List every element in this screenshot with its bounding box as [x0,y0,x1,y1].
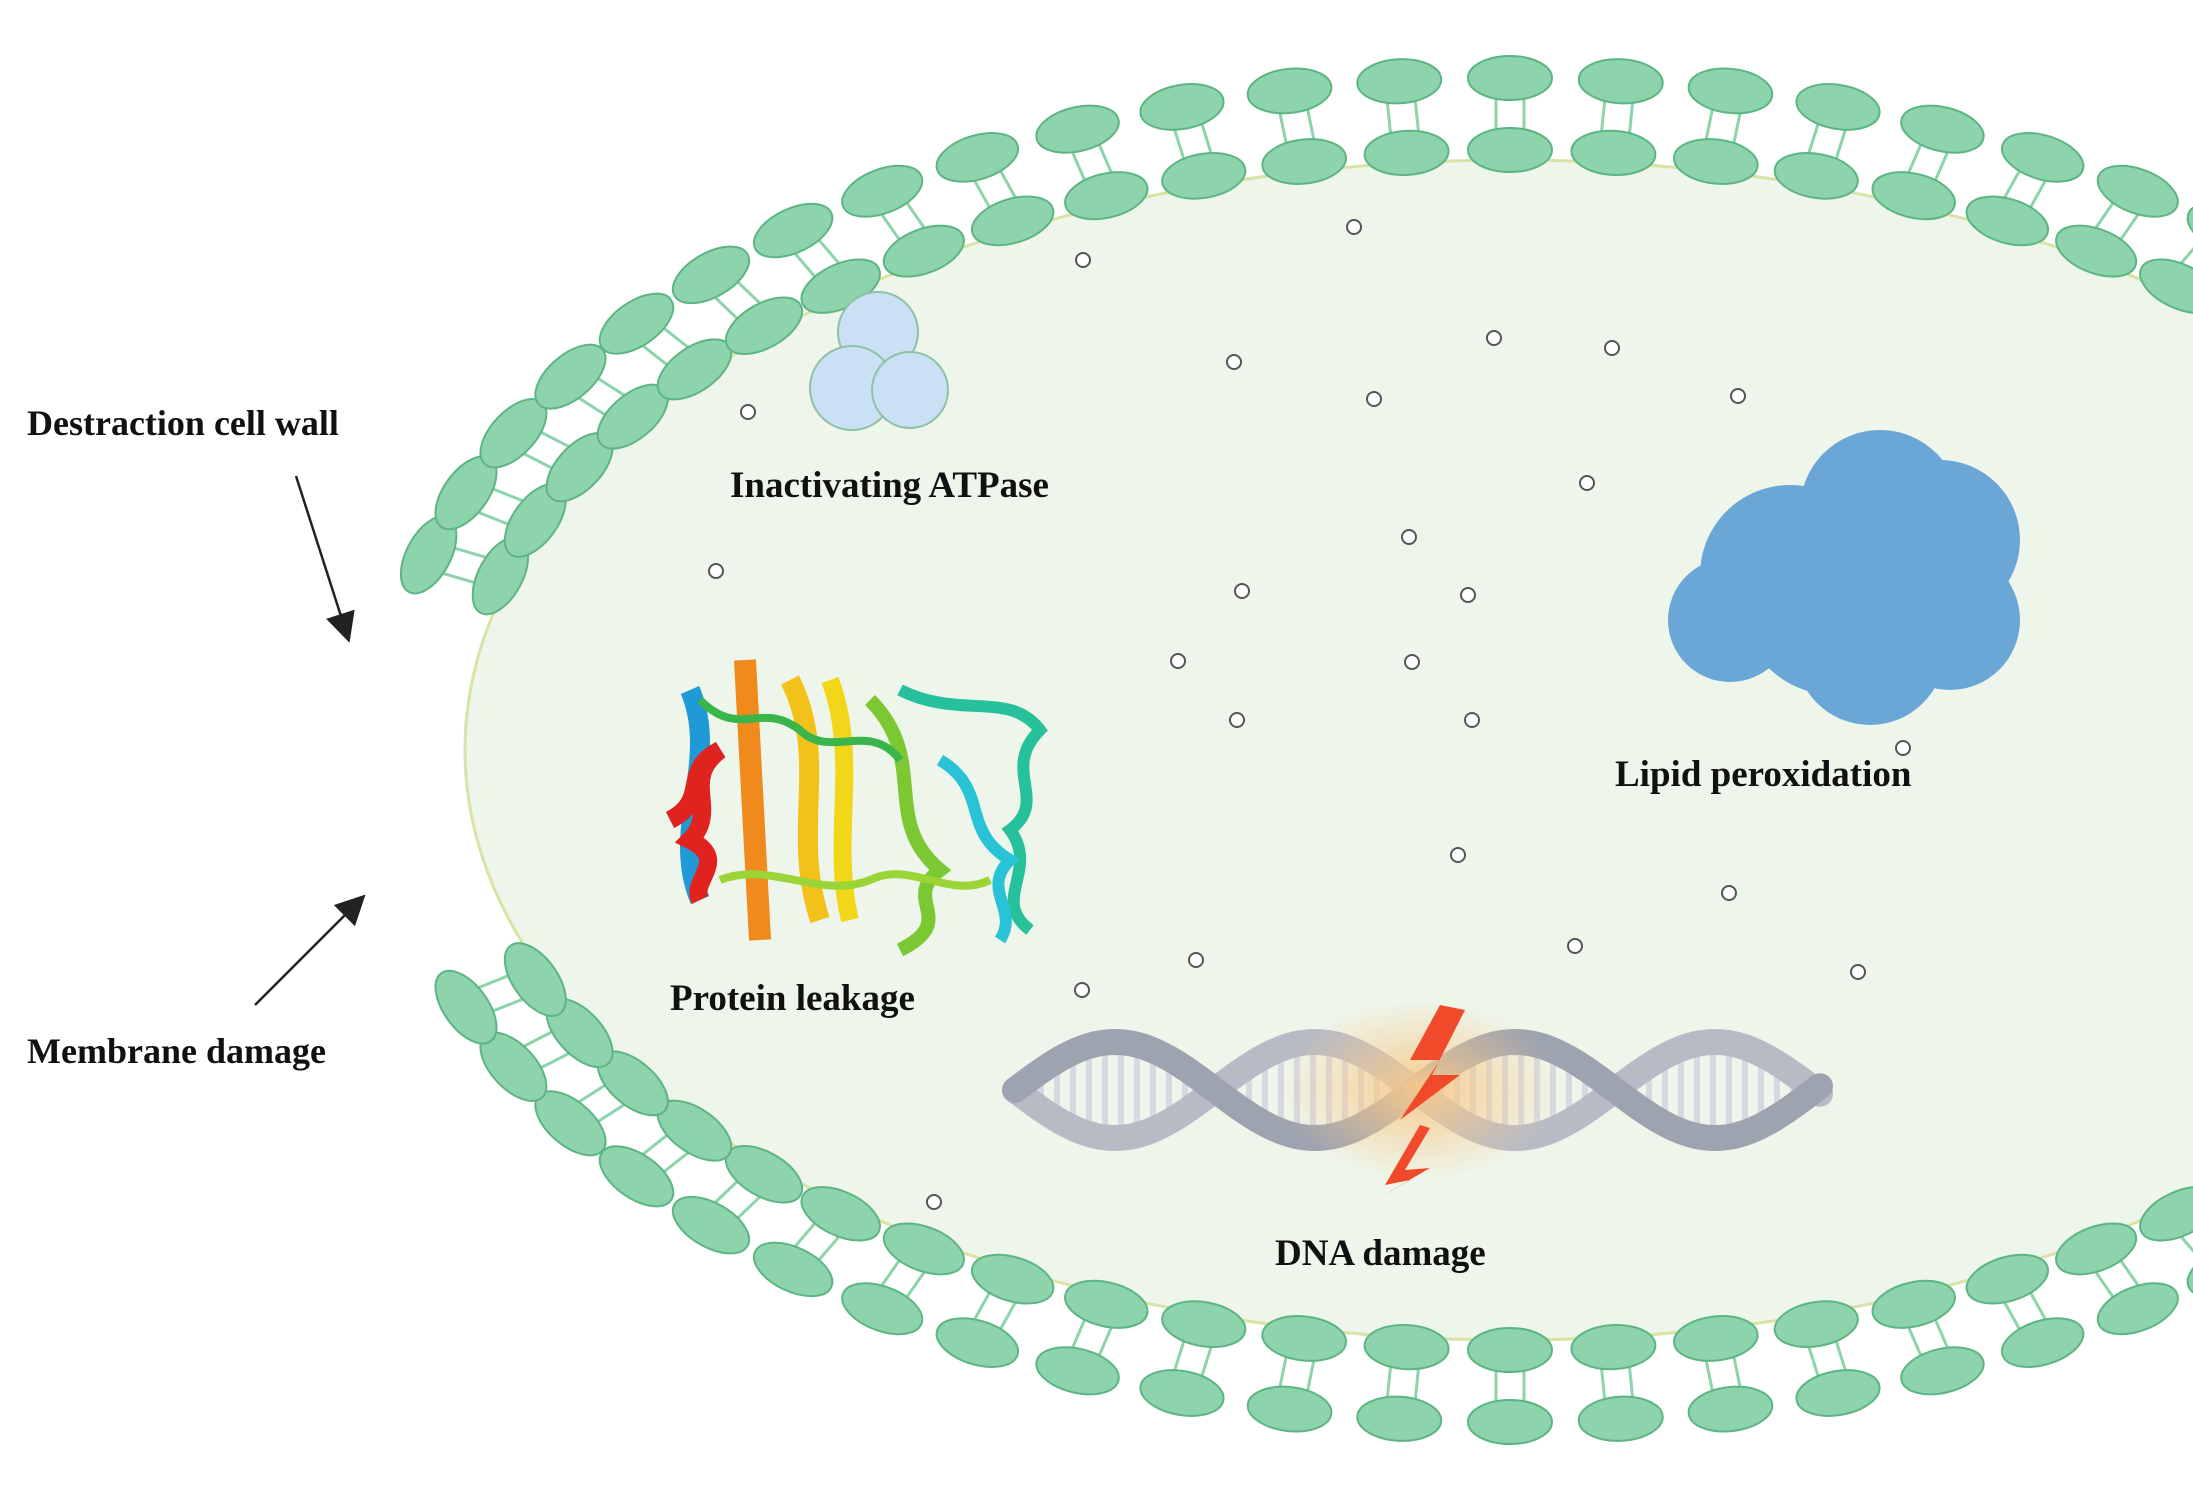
vesicle-dot [1170,653,1186,669]
lipid-bilayer-unit [2055,1222,2179,1336]
vesicle-dot [1404,654,1420,670]
atpase-icon [809,291,949,431]
lipid-bilayer-unit [841,1222,965,1336]
vesicle-dot [1401,529,1417,545]
vesicle-dot [1464,712,1480,728]
lipid-bilayer-unit [1673,67,1774,185]
vesicle-dot [1895,740,1911,756]
vesicle-dot [1604,340,1620,356]
vesicle-dot [1346,219,1362,235]
lipid-bilayer-unit [671,1145,804,1255]
vesicle-dot [1229,712,1245,728]
cell-membrane-bilayer [399,55,2193,1445]
vesicle-dot [1579,475,1595,491]
vesicle-dot [1075,252,1091,268]
lipid-bilayer-unit [1871,1279,1985,1396]
label-cell-wall: Destraction cell wall [27,403,339,443]
lipid-bilayer-unit [1356,58,1450,176]
lipid-bilayer-unit [598,1099,733,1208]
lipid-bilayer-unit [1570,1324,1664,1442]
lipid-bilayer-unit [1673,1315,1774,1433]
lipid-bilayer-unit [1871,104,1985,221]
lipid-bilayer-unit [1246,67,1347,185]
vesicle-dot [1226,354,1242,370]
label-dna-damage: DNA damage [1275,1233,1486,1274]
vesicle-dot [1366,391,1382,407]
vesicle-dot [1074,982,1090,998]
vesicle-dot [1450,847,1466,863]
vesicle-dot [926,1194,942,1210]
label-membrane-damage: Membrane damage [27,1031,326,1071]
lipid-bilayer-unit [1139,1300,1247,1417]
lipid-bilayer-unit [1467,55,1553,173]
reactive-particles [708,219,1911,1210]
vesicle-dot [1850,964,1866,980]
lipid-bilayer-unit [1570,58,1664,176]
lipid-bilayer-unit [1035,104,1149,221]
lightning-icon [1400,1005,1465,1120]
arrow-icon [294,475,355,643]
lipid-bilayer-unit [1965,1253,2085,1368]
lipid-cloud-icon [1668,430,2020,725]
lipid-bilayer-unit [1139,83,1247,200]
lipid-bilayer-unit [1467,1327,1553,1445]
lightning-icon-lower [1375,1125,1430,1200]
lipid-bilayer-unit [1773,1300,1881,1417]
label-protein-leakage: Protein leakage [670,978,915,1019]
vesicle-dot [740,404,756,420]
lipid-bilayer-unit [1356,1324,1450,1442]
vesicle-dot [1188,952,1204,968]
vesicle-dot [1460,587,1476,603]
lipid-bilayer-unit [671,245,804,355]
vesicle-dot [1730,388,1746,404]
arrow-icon [254,894,366,1006]
lipid-bilayer-unit [2055,164,2179,278]
label-atpase: Inactivating ATPase [730,465,1049,506]
vesicle-dot [1234,583,1250,599]
lipid-bilayer-unit [1773,83,1881,200]
lipid-bilayer-unit [598,292,733,401]
lipid-bilayer-unit [935,1253,1055,1368]
lipid-bilayer-unit [1965,132,2085,247]
protein-ribbon-icon [665,659,1048,957]
lipid-bilayer-unit [534,1050,669,1157]
lipid-bilayer-unit [752,1186,881,1298]
vesicle-dot [1486,330,1502,346]
cytoplasm [463,158,2193,1342]
lipid-bilayer-unit [479,398,614,503]
lipid-bilayer-unit [2139,202,2193,314]
vesicle-dot [708,563,724,579]
lipid-bilayer-unit [935,132,1055,247]
lipid-bilayer-unit [1035,1279,1149,1396]
vesicle-dot [1721,885,1737,901]
vesicle-dot [1567,938,1583,954]
lipid-bilayer-unit [841,164,965,278]
lipid-bilayer-unit [434,942,567,1045]
label-lipid-peroxidation: Lipid peroxidation [1615,754,1912,795]
lipid-bilayer-unit [2139,1186,2193,1298]
lipid-bilayer-unit [752,202,881,314]
lipid-bilayer-unit [1246,1315,1347,1433]
